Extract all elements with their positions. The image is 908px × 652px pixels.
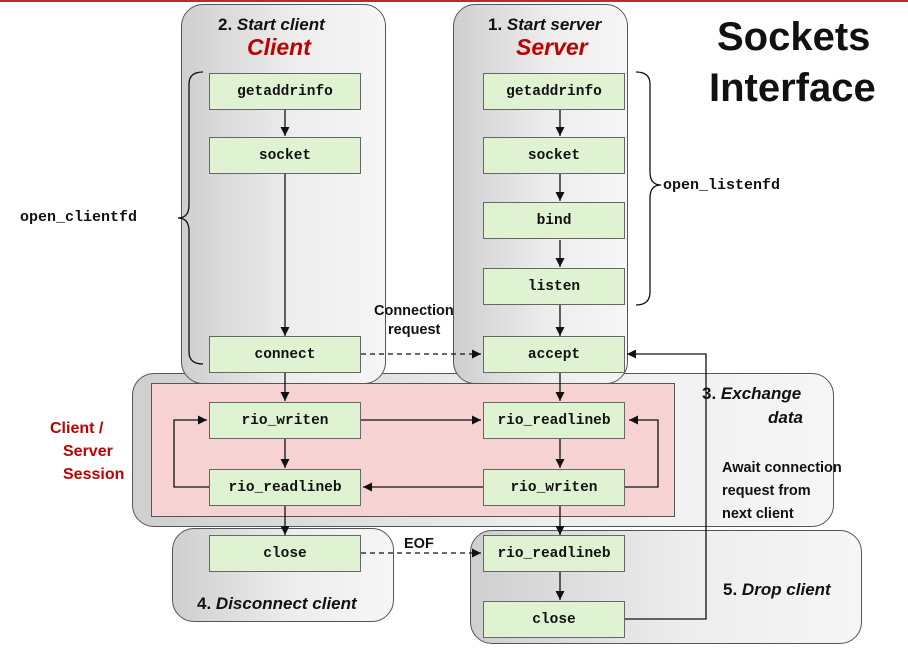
await-note-line1: Await connection [722, 460, 842, 476]
open-listenfd-label: open_listenfd [663, 177, 781, 194]
top-rule [0, 0, 908, 2]
open-clientfd-brace [177, 71, 204, 365]
server-socket-box: socket [483, 137, 625, 174]
open-clientfd-label: open_clientfd [20, 209, 138, 226]
session-label-line3: Session [63, 466, 125, 483]
client-rio-writen-box: rio_writen [209, 402, 361, 439]
diagram-title-line2: Interface [709, 66, 876, 110]
server-loop-arrow [625, 415, 659, 488]
server-rio-writen-box: rio_writen [483, 469, 625, 506]
await-note-line2: request from [722, 483, 811, 499]
client-role-label: Client [247, 34, 311, 60]
server-step-heading: 1. Start server [488, 15, 602, 34]
diagram-title-line1: Sockets [717, 15, 871, 59]
client-getaddrinfo-box: getaddrinfo [209, 73, 361, 110]
server-getaddrinfo-box: getaddrinfo [483, 73, 625, 110]
eof-label: EOF [404, 536, 434, 552]
open-listenfd-brace [635, 71, 662, 306]
client-close-box: close [209, 535, 361, 572]
client-loop-arrow [173, 415, 209, 488]
server-bind-box: bind [483, 202, 625, 239]
client-panel [181, 4, 386, 384]
disconnect-step-heading: 4. Disconnect client [197, 594, 357, 613]
connection-request-label-line1: Connection [374, 303, 454, 319]
exchange-step-heading-line2: data [768, 408, 803, 427]
exchange-step-heading: 3. Exchange [702, 384, 802, 403]
server-close-box: close [483, 601, 625, 638]
client-step-heading: 2. Start client [218, 15, 325, 34]
await-note-line3: next client [722, 506, 794, 522]
client-connect-box: connect [209, 336, 361, 373]
await-next-client-arrow [625, 349, 707, 620]
server-listen-box: listen [483, 268, 625, 305]
connection-request-label-line2: request [388, 322, 441, 338]
server-rio-readlineb-box: rio_readlineb [483, 402, 625, 439]
session-label-line2: Server [63, 443, 113, 460]
server-role-label: Server [516, 34, 588, 60]
client-socket-box: socket [209, 137, 361, 174]
drop-rio-readlineb-box: rio_readlineb [483, 535, 625, 572]
client-rio-readlineb-box: rio_readlineb [209, 469, 361, 506]
drop-step-heading: 5. Drop client [723, 580, 831, 599]
server-panel [453, 4, 628, 384]
session-label-line1: Client / [50, 420, 104, 437]
server-accept-box: accept [483, 336, 625, 373]
